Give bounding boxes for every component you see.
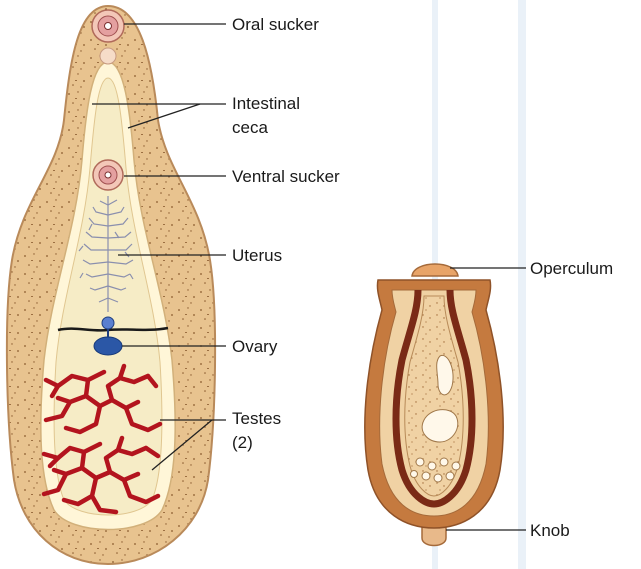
background-stripe [518, 0, 526, 569]
ventral-sucker [93, 160, 123, 190]
label-testes-count: (2) [232, 433, 253, 452]
label-ovary: Ovary [232, 337, 278, 356]
label-knob: Knob [530, 521, 570, 540]
label-testes: Testes [232, 409, 281, 428]
egg-operculum [412, 264, 458, 276]
egg-germ-cell [422, 410, 458, 442]
egg [365, 264, 503, 546]
label-uterus: Uterus [232, 246, 282, 265]
label-ceca: ceca [232, 118, 268, 137]
label-intestinal: Intestinal [232, 94, 300, 113]
label-ventral-sucker: Ventral sucker [232, 167, 340, 186]
oral-sucker [92, 10, 124, 42]
label-oral-sucker: Oral sucker [232, 15, 319, 34]
label-operculum: Operculum [530, 259, 613, 278]
pharynx [100, 48, 116, 64]
fluke-body [7, 6, 215, 564]
